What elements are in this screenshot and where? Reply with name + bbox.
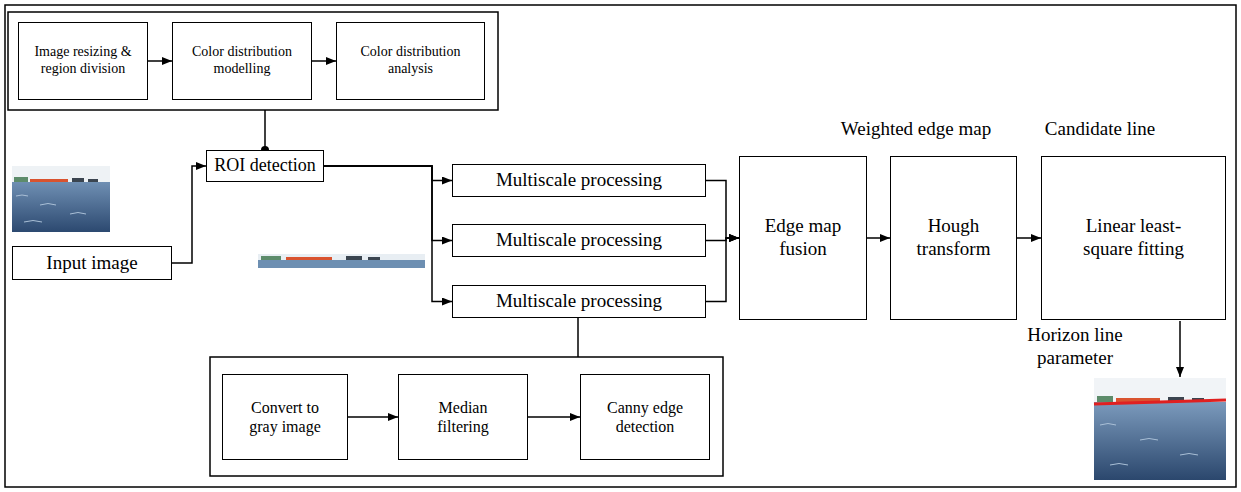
group-link [264,110,266,150]
process-box: Canny edge detection [580,374,710,460]
flow-arrow [172,166,206,263]
flow-arrow [528,416,580,418]
annotation-label: Weighted edge map [816,118,1016,141]
process-box: Input image [12,246,172,280]
roi-photo [258,254,425,268]
process-box: Multiscale processing [452,224,706,257]
group-frame [210,357,723,476]
process-box: Edge map fusion [739,156,867,320]
box-text: ROI detection [214,155,315,177]
group-frame [8,12,498,110]
box-text: Color distribution modelling [178,44,306,78]
process-box: Color distribution modelling [172,22,312,100]
outer-frame [5,5,1236,487]
flow-arrow [348,416,398,418]
process-box: ROI detection [206,150,324,182]
box-text: Input image [46,252,137,275]
box-text: Image resizing & region division [24,44,142,78]
flow-arrow [312,60,336,62]
box-text: Multiscale processing [496,169,662,192]
box-text: Multiscale processing [496,229,662,252]
box-text: Edge map fusion [753,215,853,261]
process-box: Image resizing & region division [18,22,148,100]
flow-arrow [1017,237,1041,239]
process-box: Multiscale processing [452,164,706,197]
output-photo [1094,378,1226,480]
flow-arrow [324,166,452,241]
flow-arrow [706,181,739,239]
group-link [577,313,579,357]
flow-arrow [706,238,739,302]
flow-arrow [324,166,452,302]
box-text: Multiscale processing [496,290,662,313]
output-arrow [1179,321,1181,377]
flow-arrow [867,237,890,239]
annotation-label: Candidate line [1030,118,1170,141]
flow-arrow [324,166,452,181]
box-text: Color distribution analysis [342,44,479,78]
box-text: Canny edge detection [595,398,695,436]
flow-arrow [148,60,172,62]
process-box: Color distribution analysis [336,22,485,100]
box-text: Linear least- square fitting [1069,215,1199,261]
process-box: Multiscale processing [452,285,706,318]
box-text: Convert to gray image [235,398,335,436]
annotation-label: Horizon line parameter [1000,324,1150,370]
input-photo [12,166,110,232]
process-box: Hough transform [890,156,1017,320]
process-box: Linear least- square fitting [1041,156,1226,320]
process-box: Median filtering [398,374,528,460]
box-text: Median filtering [413,398,513,436]
process-box: Convert to gray image [222,374,348,460]
box-text: Hough transform [906,215,1001,261]
